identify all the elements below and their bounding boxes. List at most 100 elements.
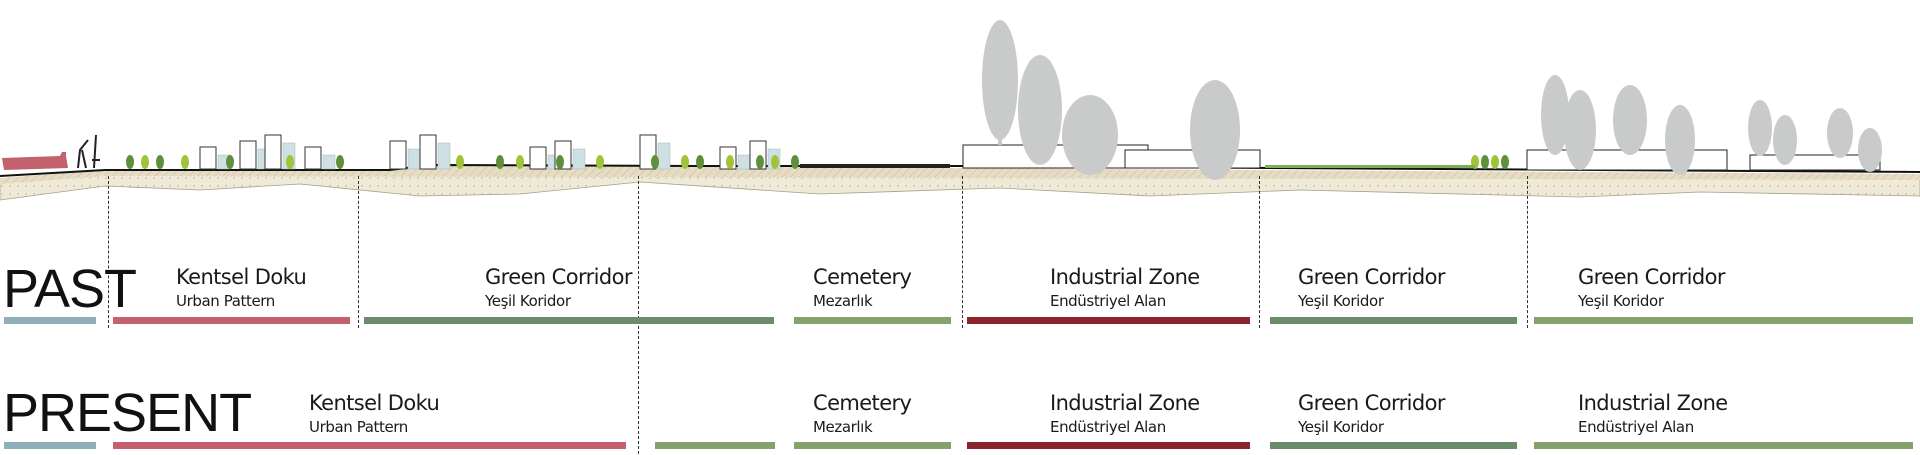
ground-topsoil-layer	[0, 165, 1920, 184]
tree	[181, 155, 189, 169]
tree	[791, 155, 799, 169]
zone-subtitle: Endüstriyel Alan	[1050, 418, 1166, 436]
smoke-trail	[998, 80, 1002, 145]
zone-bar-industrial	[967, 442, 1250, 449]
zone-bar-waterfront	[4, 442, 96, 449]
zone-bar-urban	[113, 442, 626, 449]
zone-bar-waterfront	[4, 317, 96, 324]
tree	[596, 155, 604, 169]
zone-subtitle: Mezarlık	[813, 292, 873, 310]
tree	[126, 155, 134, 169]
zone-bar-urban	[113, 317, 350, 324]
building	[199, 146, 217, 170]
building	[239, 140, 257, 170]
smoke-trail	[1038, 110, 1042, 145]
zone-name: Green Corridor	[1298, 265, 1446, 289]
smoke-trail	[1758, 128, 1762, 145]
past-title: PAST	[3, 259, 137, 319]
zone-divider	[108, 176, 109, 328]
zone-subtitle: Yeşil Koridor	[1298, 292, 1384, 310]
tree	[696, 155, 704, 169]
tree	[156, 155, 164, 169]
zone-name: Industrial Zone	[1578, 391, 1728, 415]
zone-label: Kentsel Doku Urban Pattern	[176, 265, 307, 310]
zone-label: Green Corridor Yeşil Koridor	[1298, 265, 1446, 310]
tree	[556, 155, 564, 169]
zone-divider	[638, 176, 639, 454]
tree	[496, 155, 504, 169]
zone-bar-green	[655, 442, 775, 449]
zone-divider	[1527, 176, 1528, 328]
zone-bar-green-corridor	[1270, 442, 1517, 449]
smoke-trail	[1678, 140, 1682, 145]
zone-name: Kentsel Doku	[309, 391, 440, 415]
zone-label: Industrial Zone Endüstriyel Alan	[1050, 267, 1200, 309]
tree	[286, 155, 294, 169]
zone-subtitle: Yeşil Koridor	[1298, 418, 1384, 436]
zone-bar-industrial	[967, 317, 1250, 324]
smoke-trail	[1578, 130, 1582, 145]
zone-subtitle: Urban Pattern	[176, 292, 275, 310]
tree	[651, 155, 659, 169]
smoke-trail	[1628, 120, 1632, 145]
smoke-trail	[1838, 133, 1842, 145]
cemetery-vegetation	[800, 164, 950, 168]
tree	[456, 155, 464, 169]
glass-building	[437, 142, 451, 170]
zone-divider	[358, 176, 359, 328]
zone-label: Industrial Zone Endüstriyel Alan	[1050, 393, 1200, 435]
zone-name: Industrial Zone	[1050, 391, 1200, 415]
zone-divider	[962, 176, 963, 328]
zone-subtitle: Mezarlık	[813, 418, 873, 436]
zone-subtitle: Urban Pattern	[309, 418, 408, 436]
ground-fill-layer	[0, 171, 1920, 201]
factory	[1124, 149, 1261, 169]
zone-bar-industrial-light	[1534, 442, 1913, 449]
zone-bar-cemetery	[794, 317, 951, 324]
zone-label: Green Corridor Yeşil Koridor	[485, 265, 633, 309]
ship-icon	[2, 152, 68, 170]
zone-name: Industrial Zone	[1050, 265, 1200, 289]
crane-icon	[77, 134, 100, 169]
zone-label: Cemetery Mezarlık	[813, 391, 912, 436]
zone-label: Industrial Zone Endüstriyel Alan	[1578, 393, 1728, 435]
present-title: PRESENT	[3, 383, 252, 443]
building	[304, 146, 322, 170]
zone-subtitle: Endüstriyel Alan	[1578, 418, 1694, 436]
tree	[336, 155, 344, 169]
zone-label: Green Corridor Yeşil Koridor	[1298, 391, 1446, 436]
smoke-trail	[1553, 115, 1557, 145]
zone-bar-green-corridor	[364, 317, 774, 324]
glass-building	[572, 148, 586, 170]
site-section-drawing	[0, 20, 1920, 201]
building	[529, 146, 547, 170]
zone-subtitle: Endüstriyel Alan	[1050, 292, 1166, 310]
zone-name: Green Corridor	[1298, 391, 1446, 415]
zone-subtitle: Yeşil Koridor	[1578, 292, 1664, 310]
zone-name: Cemetery	[813, 391, 912, 415]
tree	[771, 155, 779, 169]
grass-strip	[1265, 165, 1475, 168]
zone-name: Kentsel Doku	[176, 265, 307, 289]
building	[389, 140, 407, 170]
glass-building	[322, 154, 336, 170]
zone-bar-green-corridor	[1270, 317, 1517, 324]
tree	[1501, 155, 1509, 169]
zone-divider	[1259, 176, 1260, 328]
zone-name: Green Corridor	[1578, 265, 1726, 289]
zone-label: Cemetery Mezarlık	[813, 267, 912, 310]
smoke-plume	[1858, 128, 1882, 172]
urban-buildings	[199, 134, 781, 170]
glass-building	[737, 154, 751, 170]
tree	[226, 155, 234, 169]
tree	[1481, 155, 1489, 169]
tree	[1491, 155, 1499, 169]
glass-building	[657, 142, 671, 170]
smoke-trail	[1088, 135, 1092, 145]
zone-label: Kentsel Doku Urban Pattern	[309, 391, 440, 436]
zone-bar-green-corridor	[1534, 317, 1913, 324]
tree	[756, 155, 764, 169]
zone-name: Green Corridor	[485, 265, 633, 289]
glass-building	[407, 148, 421, 170]
trees	[126, 155, 1509, 169]
